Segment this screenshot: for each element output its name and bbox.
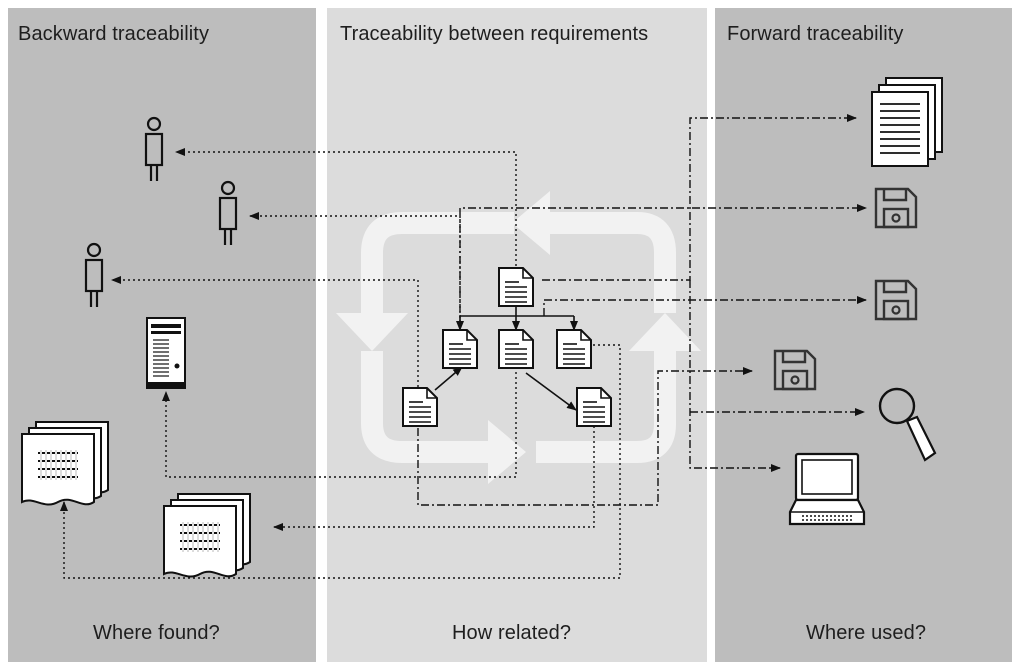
person-icon xyxy=(84,242,104,309)
forward-traceability-panel xyxy=(715,8,1012,662)
between-panel-title: Traceability between requirements xyxy=(340,23,649,45)
requirement-doc-icon xyxy=(498,267,534,307)
server-icon xyxy=(146,317,186,389)
cycle-arrows-icon xyxy=(336,191,701,484)
requirement-doc-icon xyxy=(576,387,612,427)
requirement-links xyxy=(434,306,578,411)
forward-links xyxy=(417,114,867,506)
forward-panel-title: Forward traceability xyxy=(727,23,904,45)
backward-panel-question: Where found? xyxy=(93,622,220,644)
requirement-doc-icon xyxy=(556,329,592,369)
forward-panel-question: Where used? xyxy=(806,622,927,644)
floppy-disk-icon xyxy=(773,349,817,391)
floppy-disk-icon xyxy=(874,279,918,321)
form-stack-icon xyxy=(163,493,251,578)
requirement-doc-icon xyxy=(442,329,478,369)
computer-icon xyxy=(788,452,866,526)
requirement-doc-icon xyxy=(402,387,438,427)
magnifier-icon xyxy=(878,387,937,462)
backward-panel-title: Backward traceability xyxy=(18,23,210,45)
between-panel-question: How related? xyxy=(452,622,572,644)
form-stack-icon xyxy=(21,421,109,506)
floppy-disk-icon xyxy=(874,187,918,229)
requirement-doc-icon xyxy=(498,329,534,369)
document-stack-icon xyxy=(871,77,943,167)
person-icon xyxy=(218,180,238,247)
person-icon xyxy=(144,116,164,183)
